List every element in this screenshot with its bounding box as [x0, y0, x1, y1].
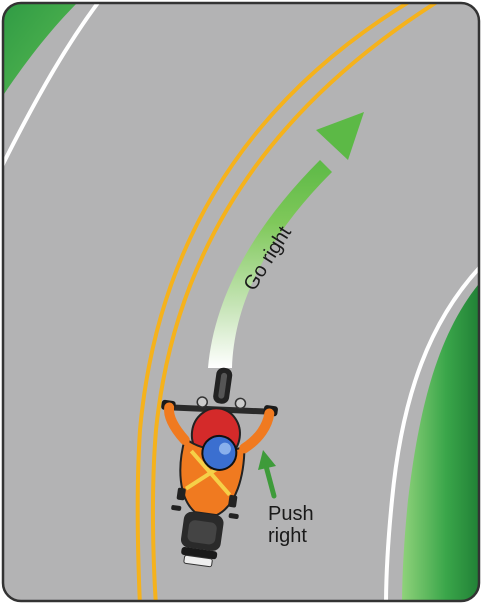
push-label-line1: Push	[268, 503, 314, 525]
push-label-line2: right	[268, 525, 307, 547]
